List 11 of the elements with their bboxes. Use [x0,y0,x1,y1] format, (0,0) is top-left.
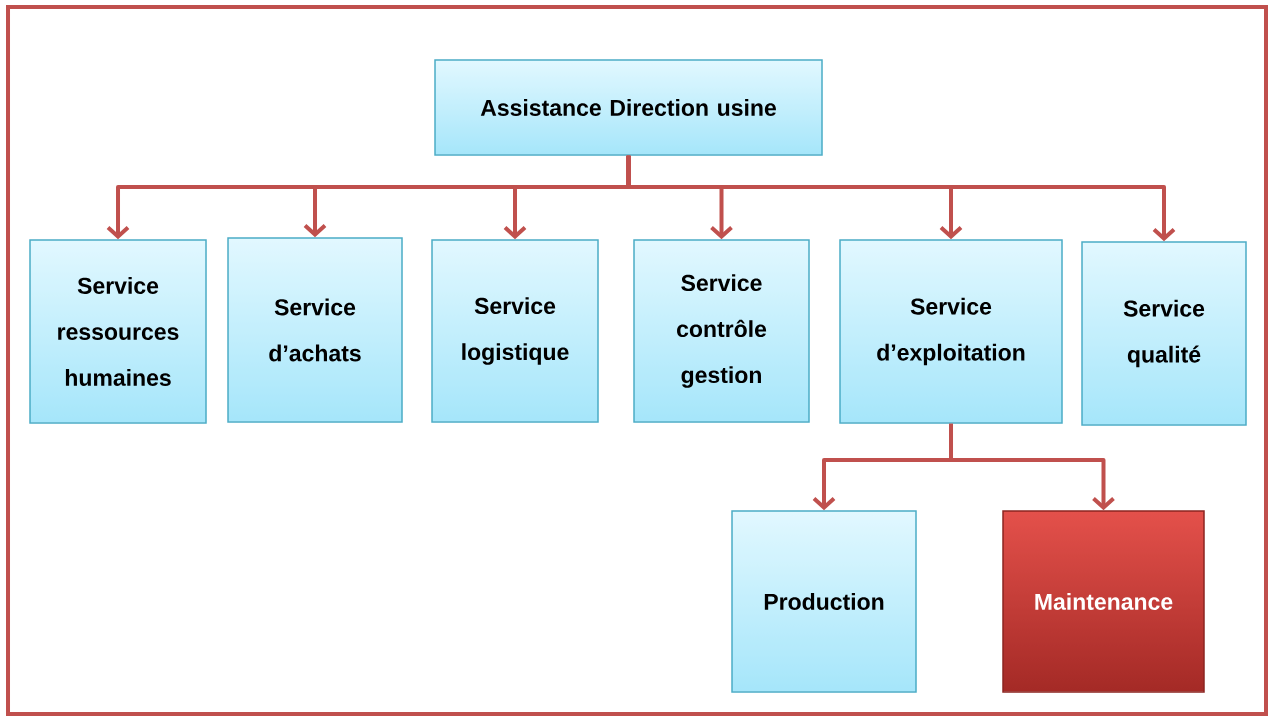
arrow [626,155,1176,242]
arrow [949,423,1115,511]
department-box: Service contrôle gestion [633,239,810,423]
department-box: Production [731,510,917,693]
department-box: Service logistique [431,239,599,423]
department-box: Service qualité [1081,241,1247,426]
department-box: Maintenance [1002,510,1205,693]
department-box: Service d’achats [227,237,403,423]
department-box: Service ressources humaines [29,239,207,424]
management-box: Assistance Direction usine [434,59,823,156]
department-box: Service d’exploitation [839,239,1063,424]
